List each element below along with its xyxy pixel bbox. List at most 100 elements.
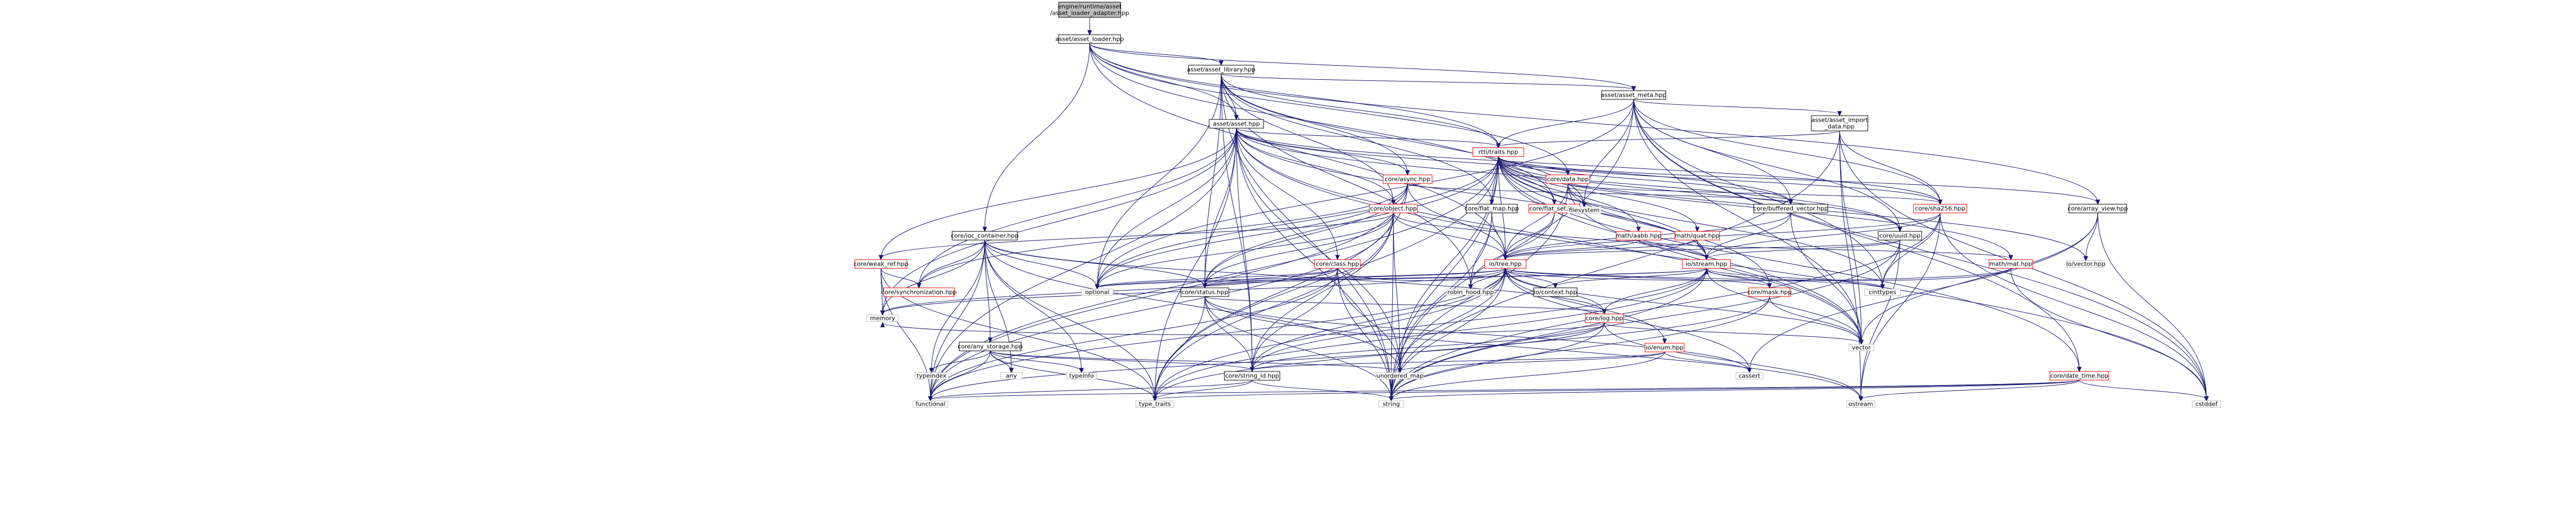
node-stream[interactable]: io/stream.hpp (1682, 259, 1731, 269)
node-label: core/string_id.hpp (1225, 373, 1279, 380)
node-mat[interactable]: math/mat.hpp (1989, 259, 2033, 269)
edge-line (918, 183, 1408, 287)
edge-line (1604, 322, 1862, 344)
include-edge (928, 380, 2080, 402)
include-edge (1236, 128, 1340, 261)
node-flat-map[interactable]: core/flat_map.hpp (1465, 204, 1519, 213)
edge-line (1097, 268, 1707, 288)
node-label: io/stream.hpp (1686, 261, 1727, 268)
edge-arrowhead (1695, 226, 1700, 232)
node-asset[interactable]: asset/asset.hpp (1209, 119, 1264, 129)
include-edge (1389, 322, 1605, 402)
edge-arrowhead (1202, 283, 1208, 289)
node-label: unordered_map (1377, 373, 1424, 380)
node-data[interactable]: core/data.hpp (1546, 174, 1590, 184)
node-aabb[interactable]: math/aabb.hpp (1616, 231, 1661, 241)
node-uuid[interactable]: core/uuid.hpp (1878, 231, 1922, 241)
node-label: math/aabb.hpp (1616, 232, 1661, 240)
node-string-id[interactable]: core/string_id.hpp (1224, 371, 1280, 381)
include-edge (1389, 380, 2080, 402)
node-enum[interactable]: io/enum.hpp (1645, 343, 1685, 352)
node-box (1989, 259, 2033, 269)
node-status[interactable]: core/status.hpp (1180, 287, 1229, 297)
node-label: any (1006, 373, 1017, 380)
node-synchronization[interactable]: core/synchronization.hpp (881, 287, 957, 297)
edge-line (1097, 268, 1338, 288)
node-asset-loader[interactable]: asset/asset_loader.hpp (1055, 34, 1124, 44)
node-asset-import[interactable]: asset/asset_import_data.hpp (1811, 115, 1868, 131)
include-edge (1249, 351, 1665, 373)
node-ioc-container[interactable]: core/ioc_container.hpp (951, 231, 1018, 241)
edge-arrowhead (1704, 255, 1709, 261)
node-typeindex: typeindex (914, 372, 949, 380)
edge-line (1252, 380, 1392, 400)
edge-line (930, 322, 1605, 400)
node-weak-ref[interactable]: core/weak_ref.hpp (854, 259, 908, 269)
include-edge (929, 350, 991, 374)
edge-line (1505, 268, 1770, 287)
edge-arrowhead (987, 337, 993, 343)
node-object[interactable]: core/object.hpp (1369, 204, 1418, 213)
node-box (1546, 174, 1590, 184)
node-box (1378, 400, 1404, 408)
edge-line (1089, 43, 2098, 204)
node-class[interactable]: core/class.hpp (1314, 259, 1361, 269)
node-quat[interactable]: math/quat.hpp (1674, 231, 1720, 241)
edge-arrowhead (1858, 396, 1864, 402)
edge-arrowhead (2083, 256, 2089, 262)
node-box (883, 287, 955, 297)
edge-line (1749, 212, 2098, 372)
node-io-context[interactable]: io/context.hpp (1533, 287, 1578, 297)
node-box (1066, 372, 1097, 380)
edge-line (1221, 73, 1408, 174)
node-label: asset/asset_library.hpp (1187, 66, 1255, 73)
edge-arrowhead (2077, 367, 2082, 373)
include-edge (982, 43, 1090, 232)
node-array-view[interactable]: core/array_view.hpp (2068, 204, 2128, 213)
include-edge (1633, 99, 1793, 205)
node-box (1000, 372, 1023, 380)
edge-line (930, 128, 1237, 400)
edge-line (930, 380, 2080, 400)
include-edge (2079, 380, 2209, 402)
include-edge (1567, 183, 1943, 205)
include-edge (1249, 268, 1338, 373)
node-async[interactable]: core/async.hpp (1383, 174, 1433, 184)
node-box (1484, 259, 1527, 269)
node-asset-library[interactable]: asset/asset_library.hpp (1187, 65, 1255, 74)
node-buffered-vector[interactable]: core/buffered_vector.hpp (1753, 204, 1828, 213)
node-date-time[interactable]: core/date_time.hpp (2049, 371, 2109, 381)
edge-line (930, 240, 985, 400)
node-tree[interactable]: io/tree.hpp (1484, 259, 1527, 269)
node-label: io/context.hpp (1534, 289, 1577, 296)
node-ostream: ostream (1846, 400, 1875, 408)
node-mask[interactable]: core/mask.hpp (1747, 287, 1792, 297)
node-root[interactable]: engine/runtime/asset/asset_loader_adapte… (1050, 2, 1129, 18)
include-edge (1505, 268, 1772, 289)
node-label: asset/asset_import (1811, 117, 1868, 124)
node-box (1314, 259, 1361, 269)
include-edge (1567, 183, 1587, 208)
edge-line (1236, 128, 1941, 204)
node-asset-meta[interactable]: asset/asset_meta.hpp (1601, 90, 1667, 100)
include-edge (1503, 183, 1568, 261)
edge-line (1391, 99, 1634, 400)
edge-line (1236, 128, 1394, 204)
edge-line (930, 183, 1408, 400)
include-edge (1706, 268, 1772, 289)
node-label: core/array_view.hpp (2068, 205, 2128, 212)
edge-line (1391, 380, 2080, 400)
node-any-storage[interactable]: core/any_storage.hpp (958, 342, 1023, 351)
node-box (1383, 174, 1433, 184)
edge-arrowhead (929, 368, 934, 374)
node-sha256[interactable]: core/sha256.hpp (1913, 204, 1967, 213)
edge-line (1204, 183, 1408, 287)
edge-arrowhead (1636, 226, 1641, 232)
node-log[interactable]: core/log.hpp (1585, 313, 1624, 323)
edge-line (1407, 183, 1791, 204)
edge-line (1097, 73, 1222, 288)
node-rtti[interactable]: rtti/traits.hpp (1472, 147, 1524, 157)
edge-line (1399, 351, 1665, 372)
node-label: ostream (1848, 401, 1873, 408)
node-box (1753, 204, 1828, 213)
